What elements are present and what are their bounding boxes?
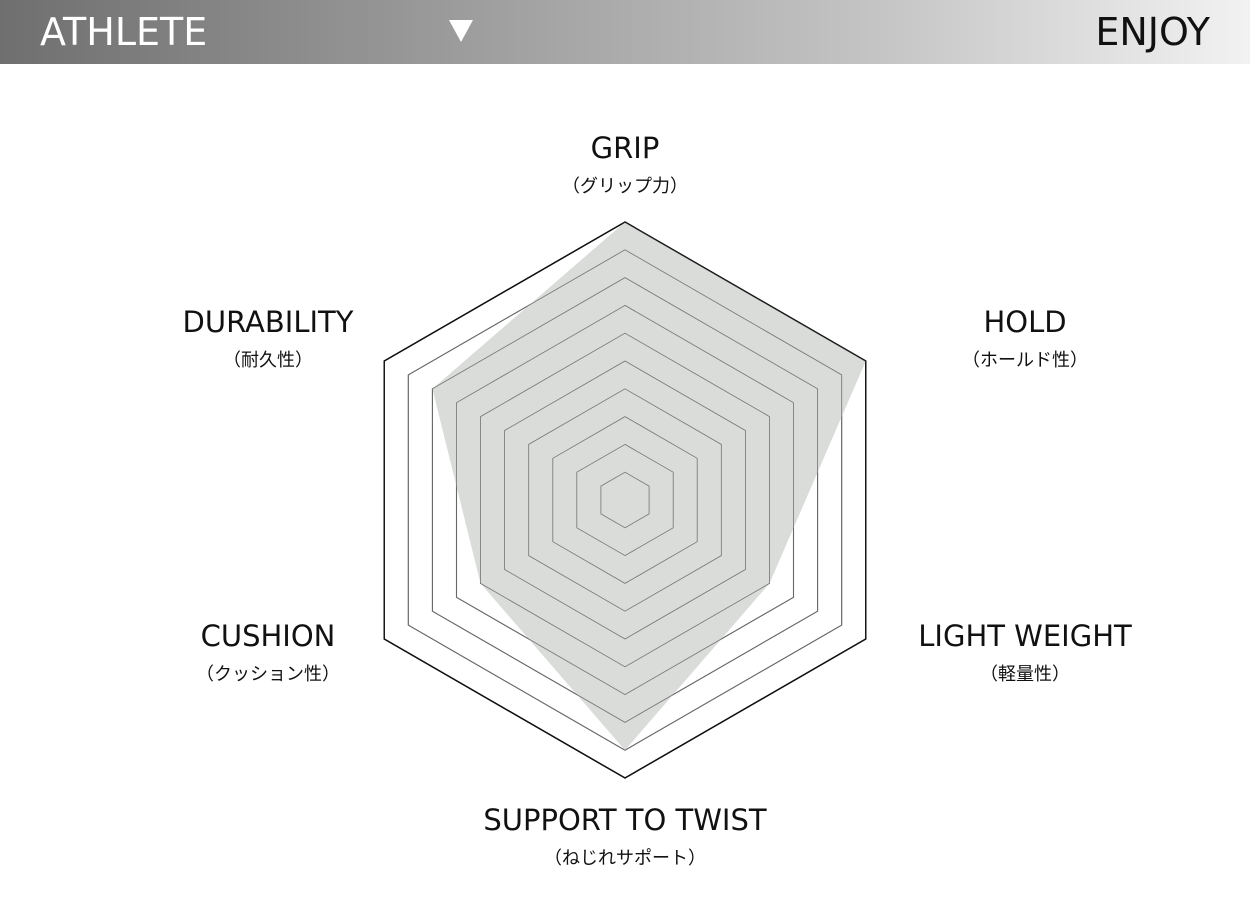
scale-left-label: ATHLETE xyxy=(40,10,208,54)
radar-ring-overlay-3 xyxy=(552,416,698,584)
triangle-down-icon xyxy=(449,20,473,42)
axis-sublabel-0: （グリップ力） xyxy=(562,176,688,197)
radar-grid-overlay xyxy=(383,221,867,779)
axis-label-4: CUSHION xyxy=(201,619,336,653)
axis-sublabel-1: （ホールド性） xyxy=(962,350,1088,371)
radar-ring-overlay-8 xyxy=(431,277,818,723)
radar-axis-labels: GRIP （グリップ力） HOLD （ホールド性） LIGHT WEIGHT （軽量性） S… xyxy=(183,131,1133,869)
scale-bar: ATHLETE ENJOY xyxy=(0,0,1250,64)
radar-ring-overlay-4 xyxy=(528,388,722,612)
axis-sublabel-5: （耐久性） xyxy=(223,350,313,371)
axis-label-1: HOLD xyxy=(983,305,1066,339)
radar-ring-overlay-9 xyxy=(407,249,843,751)
radar-ring-overlay-6 xyxy=(480,332,770,668)
axis-label-3: SUPPORT TO TWIST xyxy=(483,803,767,837)
radar-ring-overlay-5 xyxy=(504,360,746,640)
scale-right-label: ENJOY xyxy=(1095,10,1210,54)
axis-sublabel-3: （ねじれサポート） xyxy=(544,848,706,869)
axis-sublabel-4: （クッション性） xyxy=(196,664,340,685)
axis-label-5: DURABILITY xyxy=(183,305,354,339)
radar-ring-overlay-1 xyxy=(600,471,650,529)
radar-ring-overlay-10 xyxy=(383,221,867,779)
radar-ring-overlay-2 xyxy=(576,443,674,557)
radar-ring-overlay-7 xyxy=(456,304,794,696)
axis-label-2: LIGHT WEIGHT xyxy=(918,619,1132,653)
axis-sublabel-2: （軽量性） xyxy=(980,664,1070,685)
axis-label-0: GRIP xyxy=(591,131,660,165)
